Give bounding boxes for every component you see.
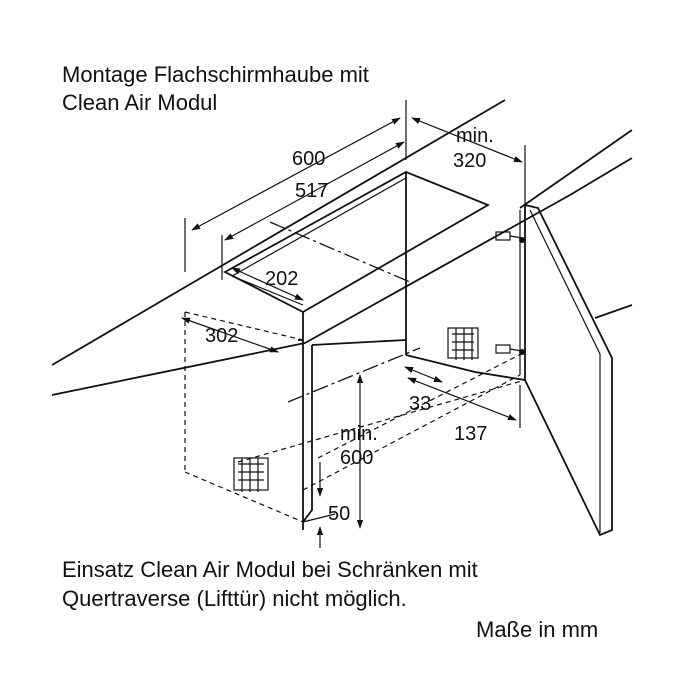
hidden-lines	[184, 311, 526, 523]
dimension-label-33: 33	[409, 393, 431, 415]
dimension-33: 33	[404, 366, 443, 415]
cabinet	[298, 172, 526, 530]
diagram-title-line2: Clean Air Modul	[62, 90, 217, 115]
dimension-label-min-600-b: 600	[340, 447, 373, 469]
dimension-label-517: 517	[295, 180, 328, 202]
dimension-label-600: 600	[292, 148, 325, 170]
center-lines	[269, 221, 421, 403]
dimension-302: 302	[181, 317, 279, 353]
dimension-50: 50	[302, 462, 350, 548]
dimension-label-50: 50	[328, 503, 350, 525]
dimension-label-202: 202	[265, 268, 298, 290]
dimension-label-137: 137	[454, 423, 487, 445]
panel-cutout	[223, 171, 491, 314]
dimension-137: 137	[407, 377, 521, 445]
dimension-label-min-600-a: min.	[340, 423, 378, 445]
worktop	[51, 99, 633, 396]
units-note: Maße in mm	[476, 617, 598, 642]
note-line2: Quertraverse (Lifttür) nicht möglich.	[62, 586, 407, 611]
diagram-title-line1: Montage Flachschirmhaube mit	[62, 62, 369, 87]
clean-air-module-right	[447, 327, 479, 360]
dimension-min-320: min. 320	[411, 117, 526, 205]
dimension-202: 202	[231, 267, 304, 301]
dimension-label-min-320-b: 320	[453, 150, 486, 172]
note-line1: Einsatz Clean Air Modul bei Schränken mi…	[62, 557, 478, 582]
dimension-min-600: min. 600	[340, 374, 378, 529]
clean-air-module-left	[233, 457, 269, 492]
cabinet-door	[524, 204, 613, 537]
dimension-label-302: 302	[205, 325, 238, 347]
dimension-label-min-320-a: min.	[456, 125, 494, 147]
hinge-lower	[495, 344, 525, 355]
dimension-517: 517	[221, 141, 405, 280]
hinge-upper	[495, 231, 525, 243]
